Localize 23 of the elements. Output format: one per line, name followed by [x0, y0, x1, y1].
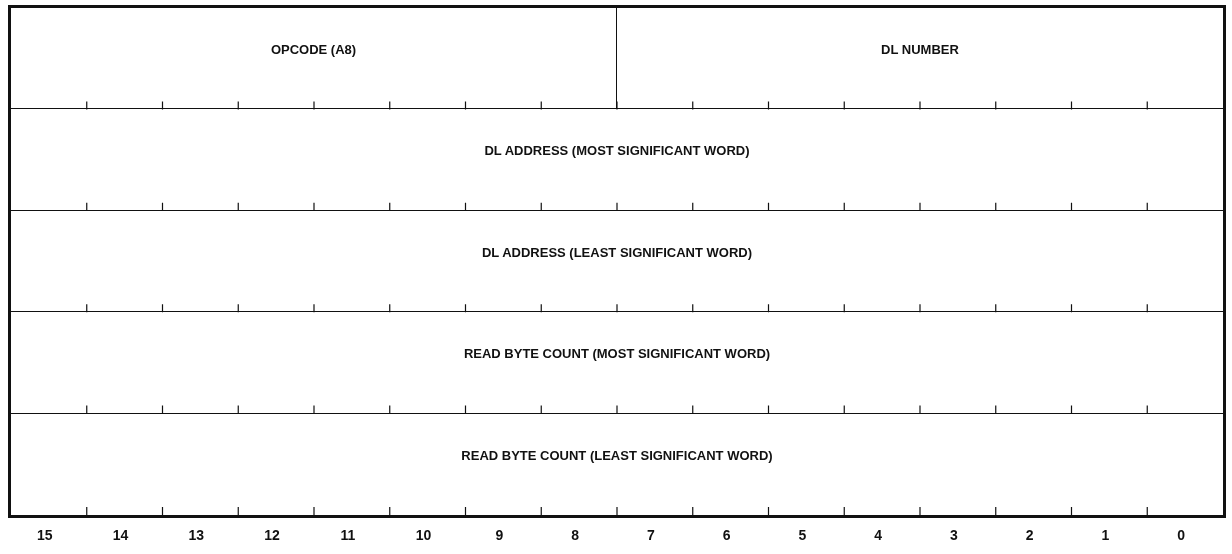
- field-label: DL ADDRESS (MOST SIGNIFICANT WORD): [483, 143, 751, 159]
- bit-number: 10: [414, 527, 433, 543]
- bit-number: 13: [187, 527, 206, 543]
- bit-number: 1: [1100, 527, 1111, 543]
- field-label: DL NUMBER: [880, 42, 960, 57]
- bit-number: 11: [339, 527, 357, 543]
- bit-number: 15: [36, 527, 54, 543]
- bit-number: 8: [570, 527, 580, 543]
- bit-number: 5: [797, 527, 808, 543]
- bit-field: [11, 8, 617, 110]
- bit-number: 6: [721, 527, 732, 543]
- bit-number: 2: [1024, 527, 1035, 543]
- bit-number: 12: [263, 527, 281, 543]
- bit-number: 7: [645, 527, 656, 543]
- bit-number: 0: [1176, 527, 1186, 543]
- field-label: READ BYTE COUNT (MOST SIGNIFICANT WORD): [462, 346, 772, 362]
- bit-number: 4: [873, 527, 883, 543]
- field-label: OPCODE (A8): [269, 42, 358, 57]
- bit-number: 14: [111, 527, 130, 543]
- field-label: DL ADDRESS (LEAST SIGNIFICANT WORD): [480, 244, 754, 260]
- bit-number: 9: [494, 527, 505, 543]
- field-label: READ BYTE COUNT (LEAST SIGNIFICANT WORD): [460, 447, 774, 463]
- bit-number: 3: [948, 527, 959, 543]
